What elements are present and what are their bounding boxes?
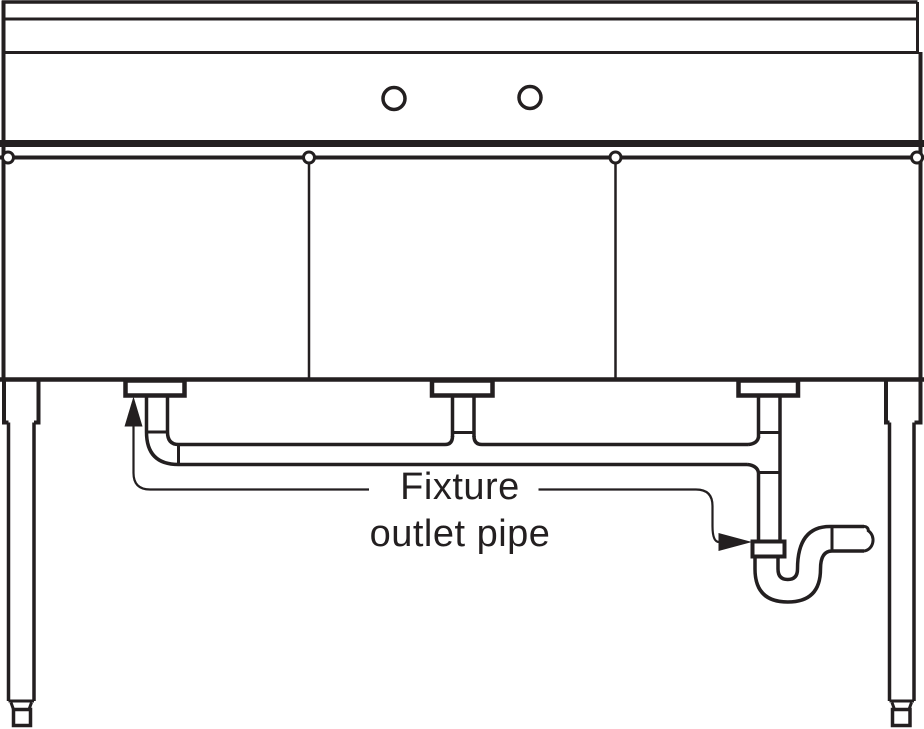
tee-fillets	[444, 435, 483, 447]
leader-line	[132, 426, 369, 491]
rivet-icon	[608, 150, 623, 165]
sink-body	[0, 0, 924, 382]
trap-outlet-open-end	[863, 525, 875, 553]
drain-flange	[123, 378, 187, 398]
left-leg	[2, 380, 41, 728]
drain-middle	[429, 378, 495, 447]
pipe-joint-line	[758, 431, 780, 474]
elbow-outer	[144, 431, 179, 467]
drain-flange	[736, 378, 801, 398]
callout-left	[124, 396, 369, 491]
elbow-inner	[165, 431, 179, 447]
right-leg	[884, 380, 923, 728]
arrow-right-icon	[718, 533, 752, 551]
tailpiece	[756, 395, 782, 542]
tailpiece	[450, 395, 476, 437]
trap-outer-wall	[753, 549, 864, 604]
callout-right	[538, 488, 752, 551]
label-line-1: Fixture	[400, 466, 520, 508]
slip-nut	[750, 539, 787, 559]
p-trap	[753, 524, 875, 604]
drain-right	[736, 378, 801, 559]
faucet-holes	[381, 84, 543, 112]
faucet-hole-right-icon	[517, 84, 543, 111]
drain-left	[123, 378, 187, 467]
drain-flange	[429, 378, 495, 398]
tailpiece	[144, 395, 170, 432]
leader-line	[538, 488, 720, 544]
arrow-up-icon	[124, 396, 143, 427]
fixture-outlet-pipe-label: Fixture outlet pipe	[320, 464, 600, 558]
label-line-2: outlet pipe	[369, 513, 551, 555]
rivet-icon	[910, 150, 924, 165]
leg-upper-section	[2, 380, 41, 425]
rivet-icon	[302, 150, 316, 165]
tee-fillets	[747, 436, 761, 473]
leg-foot	[11, 707, 33, 728]
leg-foot	[890, 707, 912, 728]
horizontal-waste-pipe	[178, 442, 749, 467]
trap-inner-wall	[776, 524, 864, 582]
faucet-hole-left-icon	[381, 85, 407, 112]
rivet-icon	[1, 150, 15, 165]
leg-tube	[6, 422, 36, 701]
leg-tube	[887, 422, 916, 701]
leg-upper-section	[884, 380, 923, 425]
